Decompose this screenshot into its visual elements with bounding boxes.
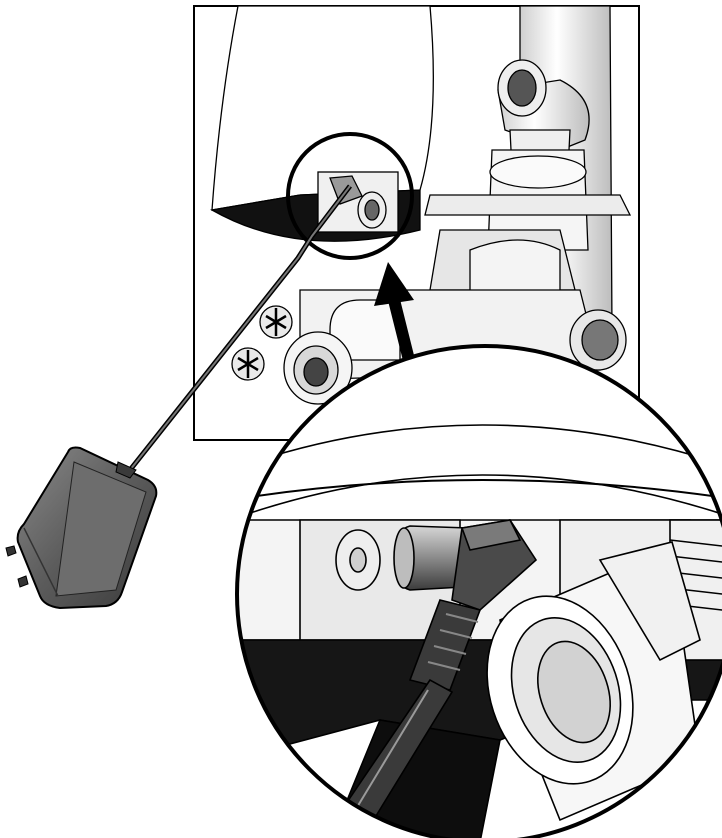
tee-body	[424, 149, 632, 296]
overview-socket	[317, 171, 399, 233]
connector-socket-callout	[286, 132, 414, 260]
screw-heads	[231, 305, 293, 381]
plug-into-socket-detail	[235, 344, 722, 838]
adapter-prong	[5, 545, 17, 557]
valve-assembly-overview	[193, 5, 640, 441]
adapter-strain-relief	[115, 461, 137, 479]
bottom-socket	[283, 331, 353, 405]
dc-socket	[335, 529, 381, 591]
power-cable	[128, 184, 352, 472]
magnifier-border	[235, 344, 722, 838]
pipe-fitting	[486, 541, 701, 822]
power-adapter	[5, 446, 158, 610]
plug-body	[408, 519, 538, 691]
cover-rim	[237, 424, 722, 522]
adapter-prong	[17, 575, 29, 588]
